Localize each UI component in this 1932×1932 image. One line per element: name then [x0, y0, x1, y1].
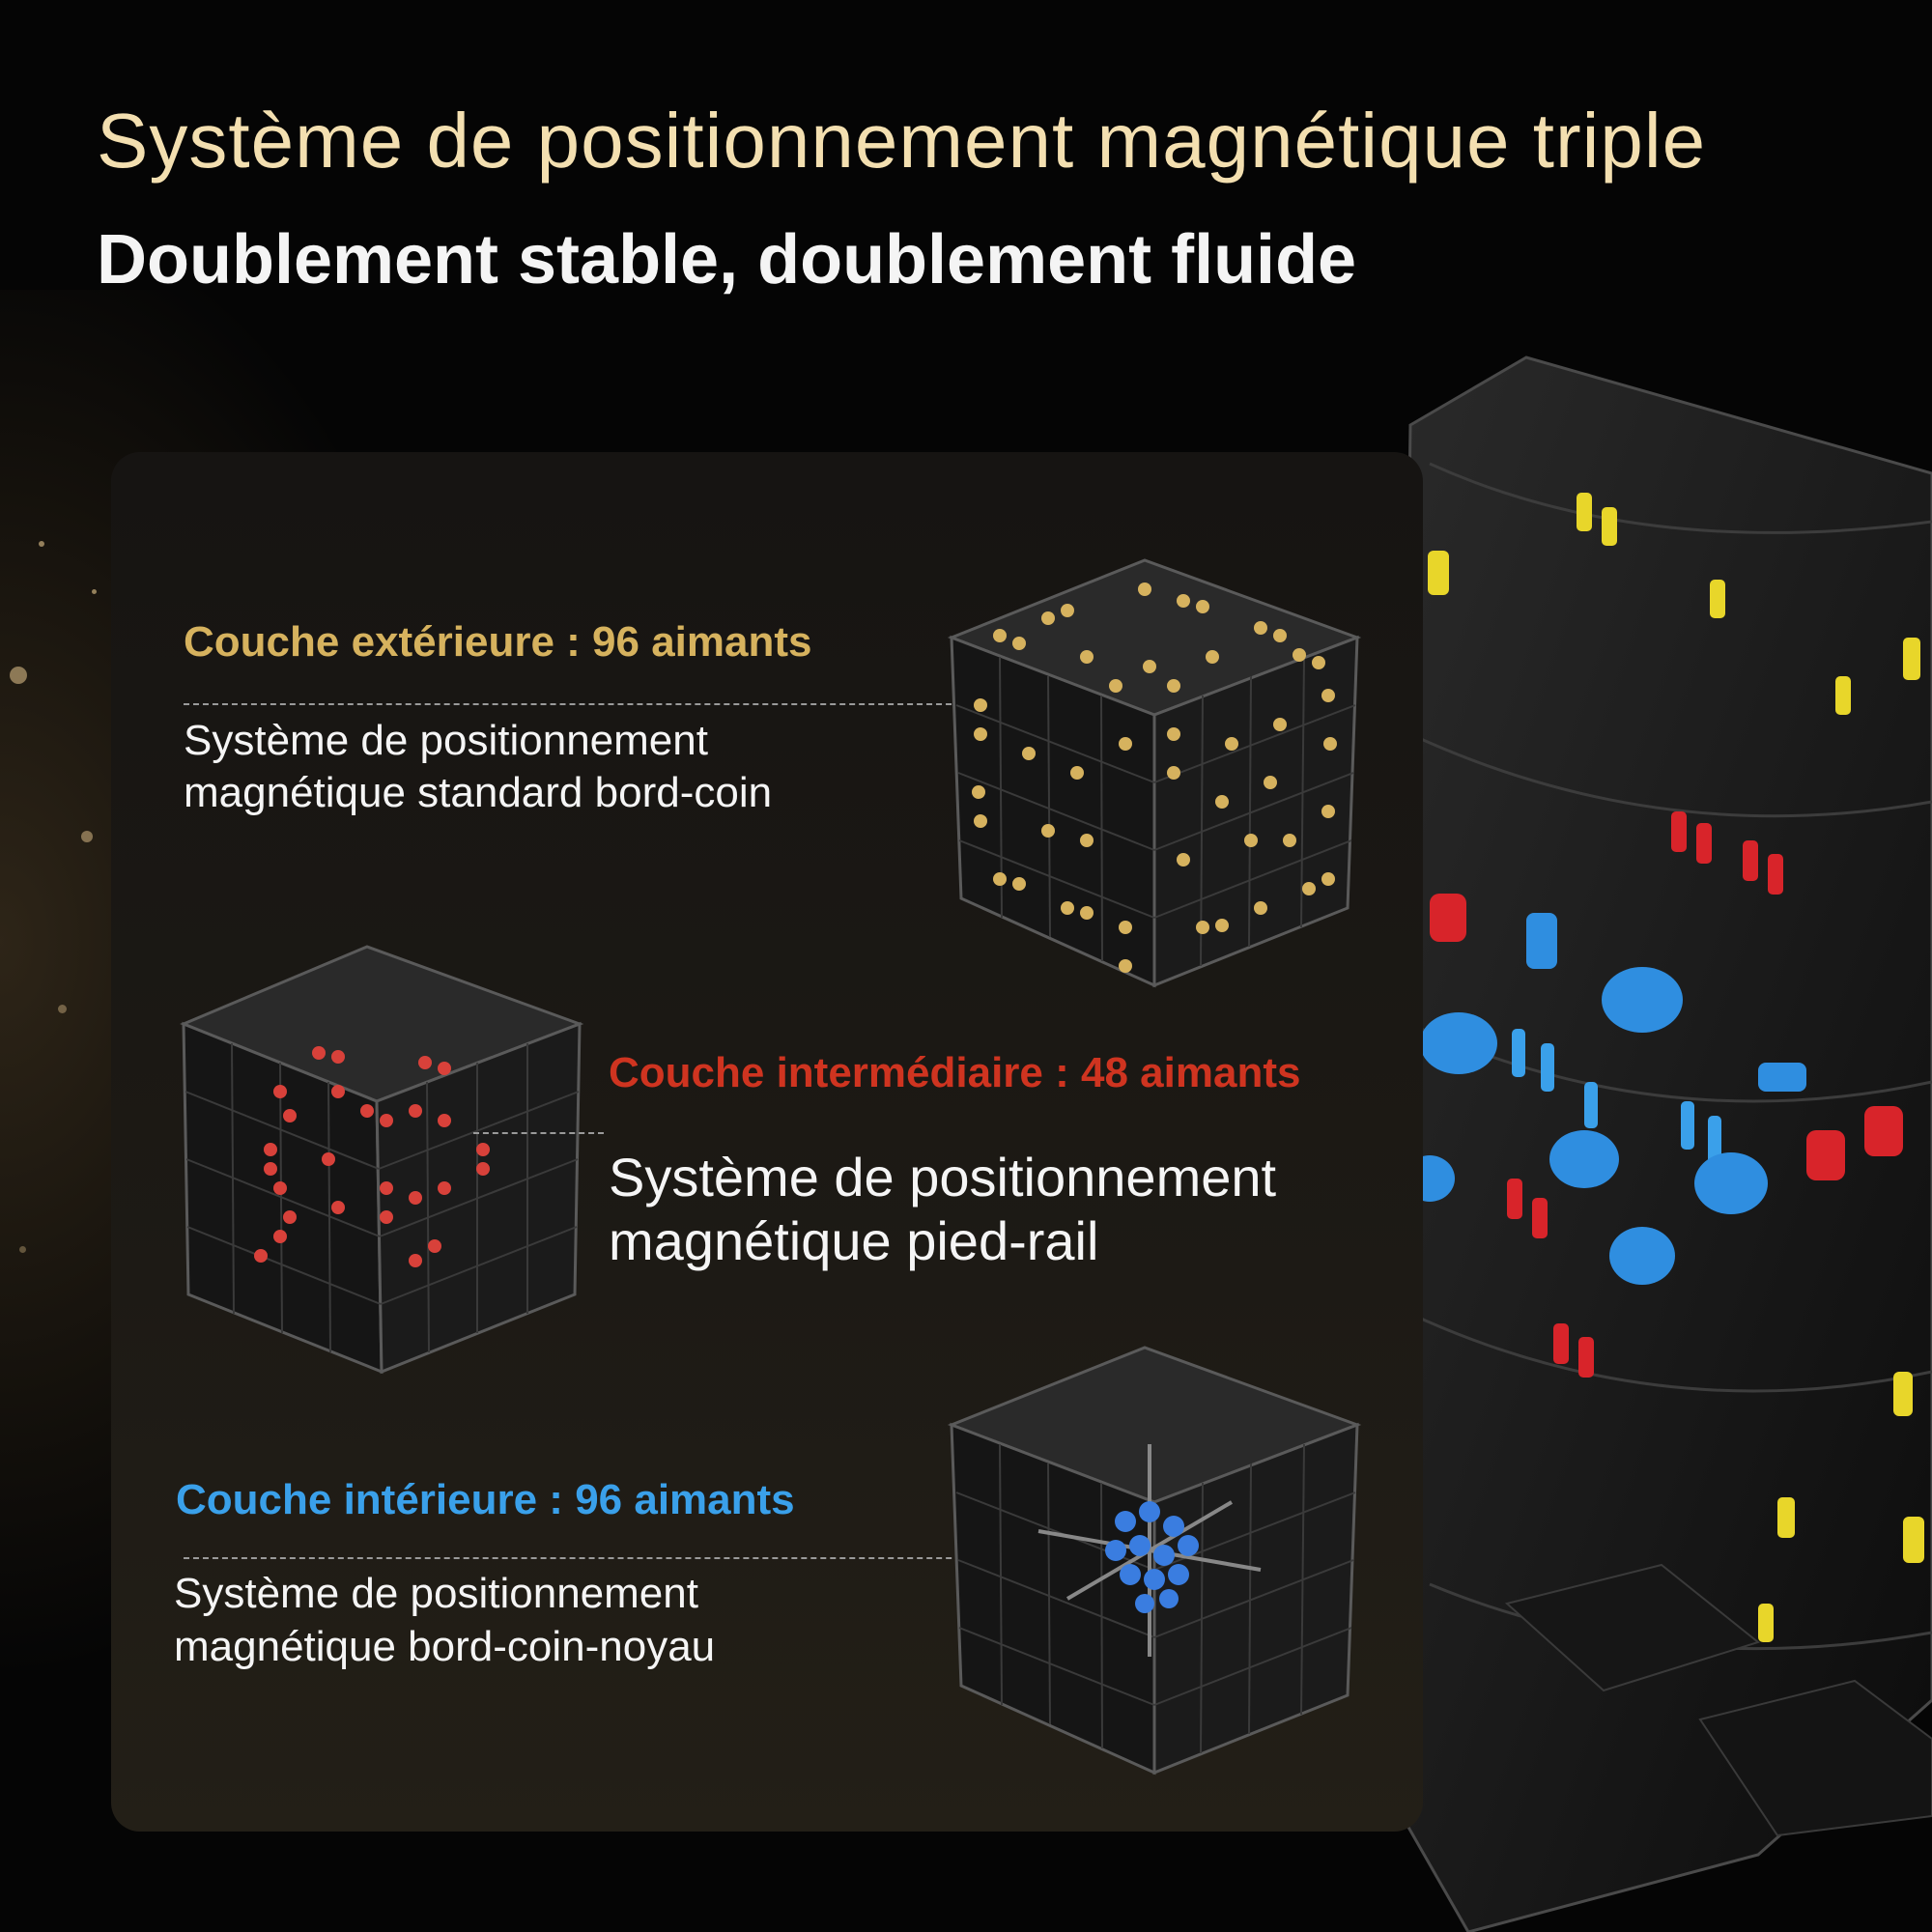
inner-layer-description-line1: Système de positionnement: [174, 1570, 698, 1617]
cube-red-magnets-icon: [180, 945, 584, 1375]
page-subtitle: Doublement stable, doublement fluide: [97, 221, 1357, 298]
cube-gold-magnets-icon: [947, 558, 1362, 988]
outer-layer-description-line1: Système de positionnement: [184, 717, 708, 764]
outer-layer-title: Couche extérieure : 96 aimants: [184, 618, 812, 666]
middle-layer-title: Couche intermédiaire : 48 aimants: [609, 1049, 1301, 1096]
inner-layer-title: Couche intérieure : 96 aimants: [176, 1476, 795, 1523]
exploded-cube-visual: [1389, 355, 1932, 1932]
inner-layer-description-line2: magnétique bord-coin-noyau: [174, 1623, 716, 1670]
middle-layer-description-line1: Système de positionnement: [609, 1147, 1277, 1208]
outer-layer-leader-line: [184, 703, 980, 705]
middle-layer-leader-line: [473, 1132, 604, 1134]
cube-blue-core-icon: [947, 1346, 1362, 1776]
inner-layer-leader-line: [184, 1557, 1087, 1559]
middle-layer-description-line2: magnétique pied-rail: [609, 1210, 1099, 1271]
outer-layer-description-line2: magnétique standard bord-coin: [184, 769, 773, 816]
page-title: Système de positionnement magnétique tri…: [97, 98, 1707, 184]
